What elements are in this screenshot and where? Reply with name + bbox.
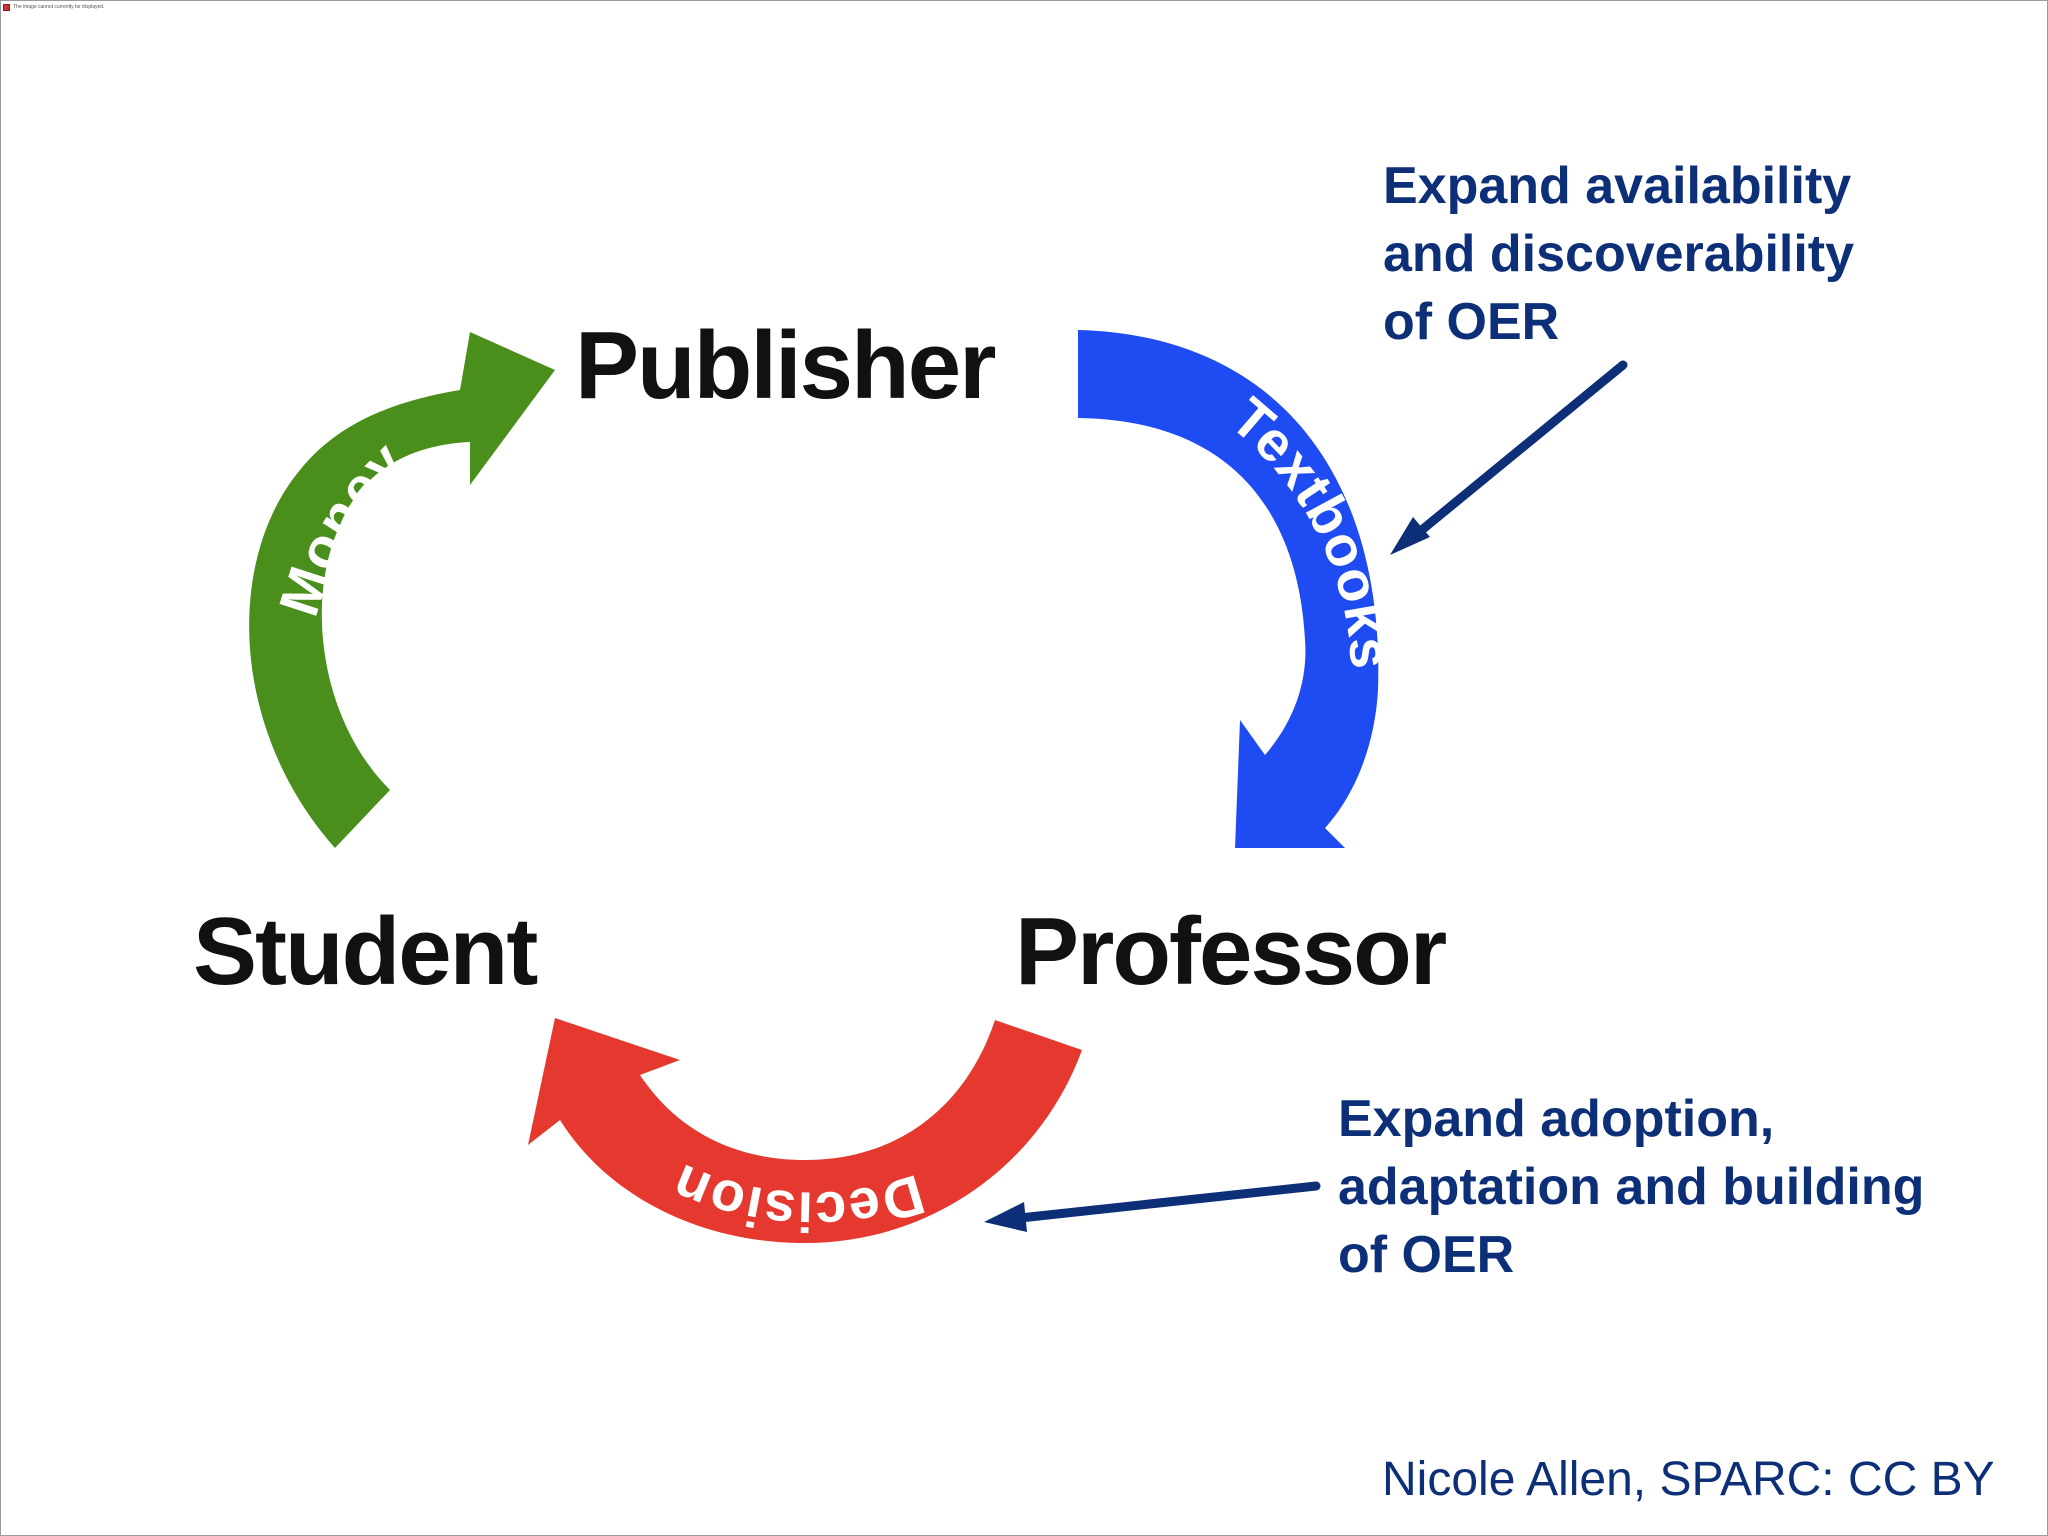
money-arrow — [249, 332, 555, 848]
broken-image-text: The image cannot currently be displayed. — [13, 3, 105, 10]
annotation-bottom: Expand adoption, adaptation and building… — [1338, 1085, 1924, 1289]
annotation-top-line: and discoverability — [1383, 225, 1855, 283]
annotation-bottom-line: adaptation and building — [1338, 1158, 1925, 1216]
broken-image-placeholder: The image cannot currently be displayed. — [3, 2, 104, 12]
decision-arrow — [528, 1018, 1082, 1244]
pointer-arrow-top — [1390, 360, 1628, 555]
annotation-top-line: Expand availability — [1383, 157, 1852, 215]
credit-line: Nicole Allen, SPARC: CC BY — [1382, 1453, 1995, 1506]
annotation-bottom-line: Expand adoption, — [1338, 1090, 1775, 1148]
publisher-label: Publisher — [575, 312, 996, 419]
student-label: Student — [193, 898, 538, 1005]
annotation-top: Expand availability and discoverability … — [1383, 152, 1854, 356]
broken-image-icon — [3, 3, 10, 11]
textbooks-arrow — [1078, 330, 1379, 848]
professor-label: Professor — [1015, 898, 1447, 1005]
annotation-top-line: of OER — [1383, 293, 1560, 351]
annotation-bottom-line: of OER — [1338, 1226, 1515, 1284]
pointer-arrow-bottom — [984, 1181, 1321, 1232]
